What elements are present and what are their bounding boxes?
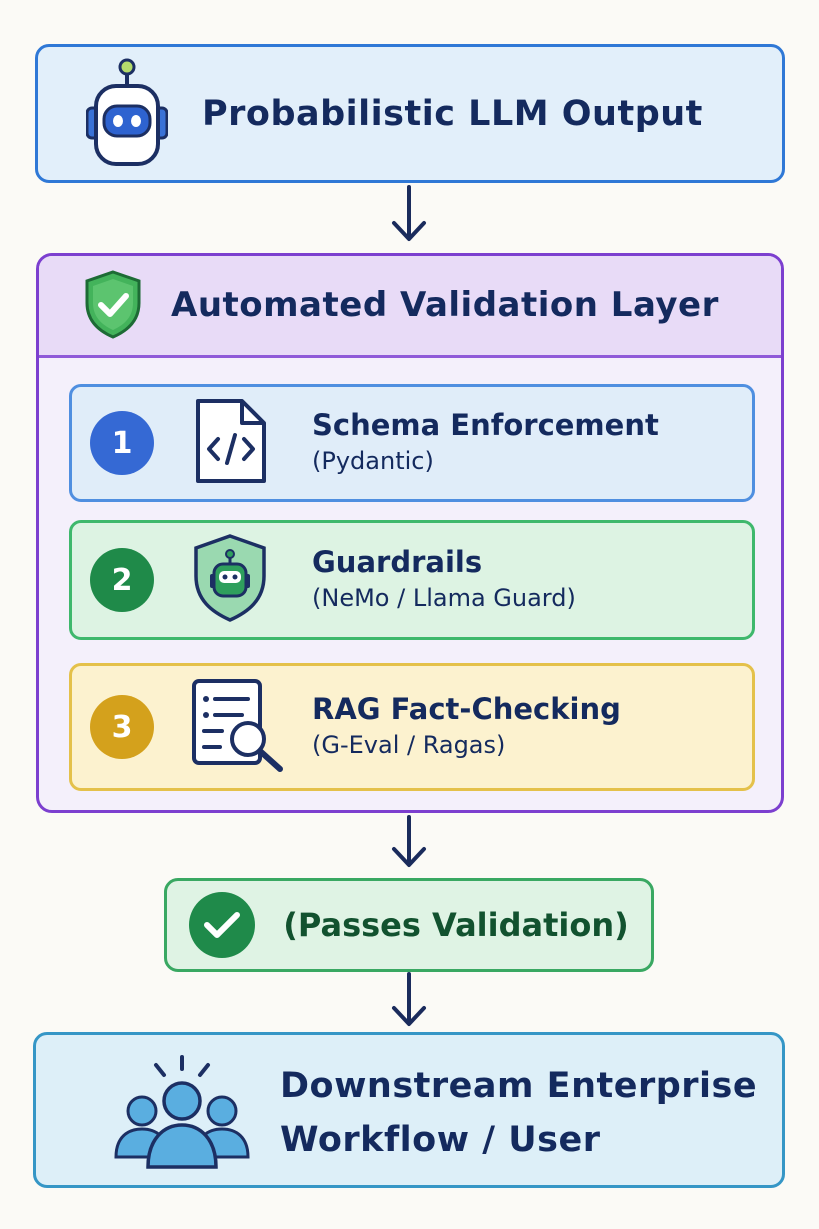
validation-layer: Automated Validation Layer 1 Schema Enfo… [36, 253, 784, 813]
step-subtitle: (NeMo / Llama Guard) [312, 584, 576, 613]
downstream-box: Downstream Enterprise Workflow / User [33, 1032, 785, 1188]
llm-output-box: Probabilistic LLM Output [35, 44, 785, 183]
downstream-title-line1: Downstream Enterprise [280, 1066, 758, 1106]
llm-output-title: Probabilistic LLM Output [202, 93, 703, 134]
step-text: RAG Fact-Checking (G-Eval / Ragas) [312, 691, 621, 763]
step-number-badge: 1 [90, 411, 154, 475]
passes-validation-label: (Passes Validation) [283, 906, 629, 944]
document-search-icon [190, 677, 290, 777]
shield-robot-icon [190, 532, 270, 628]
step-text: Guardrails (NeMo / Llama Guard) [312, 544, 576, 616]
arrow-down-icon [392, 815, 426, 867]
step-schema-enforcement: 1 Schema Enforcement (Pydantic) [69, 384, 755, 502]
step-title: RAG Fact-Checking [312, 691, 621, 726]
step-rag-fact-checking: 3 RAG Fact-Checking (G-Eval / Ragas) [69, 663, 755, 791]
downstream-title: Downstream Enterprise Workflow / User [280, 1059, 757, 1168]
step-text: Schema Enforcement (Pydantic) [312, 407, 659, 479]
passes-validation-box: (Passes Validation) [164, 878, 654, 972]
users-icon [112, 1053, 252, 1177]
code-file-icon [190, 397, 272, 489]
downstream-title-line2: Workflow / User [280, 1120, 601, 1161]
validation-header: Automated Validation Layer [39, 256, 781, 358]
step-subtitle: (Pydantic) [312, 447, 434, 476]
arrow-down-icon [392, 185, 426, 241]
step-subtitle: (G-Eval / Ragas) [312, 731, 506, 760]
robot-icon [85, 56, 169, 172]
shield-check-icon [83, 269, 143, 343]
step-number-badge: 3 [90, 695, 154, 759]
validation-title: Automated Validation Layer [171, 285, 719, 326]
step-title: Guardrails [312, 544, 483, 579]
check-circle-icon [189, 892, 256, 958]
step-number-badge: 2 [90, 548, 154, 612]
step-title: Schema Enforcement [312, 407, 659, 442]
step-guardrails: 2 Guardrails (NeMo / Llama Guard) [69, 520, 755, 640]
